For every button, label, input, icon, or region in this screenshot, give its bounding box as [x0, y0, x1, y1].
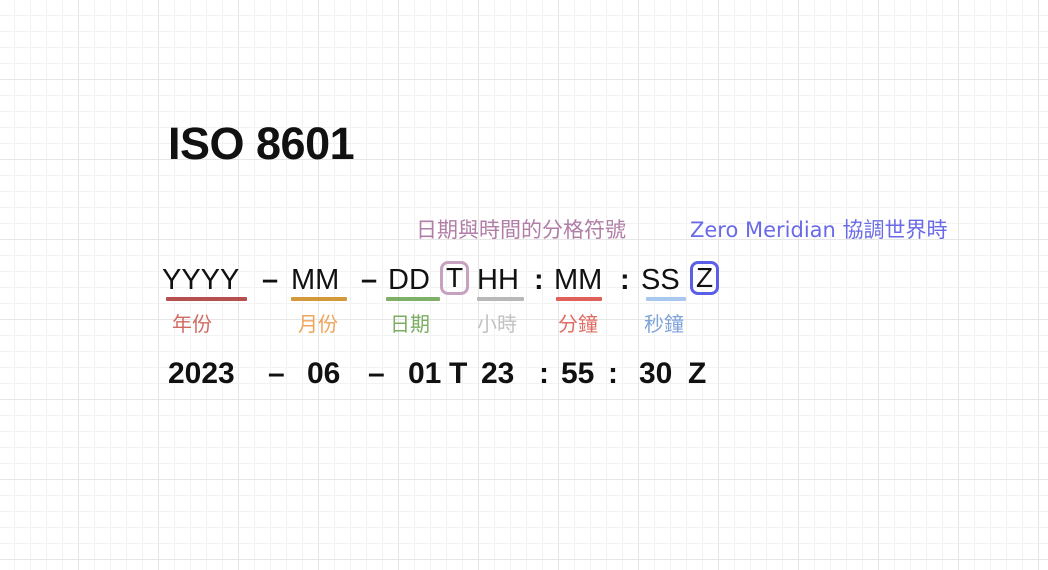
year-underline [166, 297, 247, 301]
format-day: DD [388, 264, 430, 296]
format-dash-2: – [361, 264, 378, 296]
example-month: 06 [307, 357, 341, 390]
example-year: 2023 [168, 357, 235, 390]
example-colon-2: : [608, 357, 618, 390]
format-year: YYYY [162, 264, 240, 296]
format-dash-1: – [262, 264, 279, 296]
format-second: SS [641, 264, 680, 296]
format-colon-1: : [534, 264, 544, 296]
example-dash-1: – [268, 357, 285, 390]
day-underline [386, 297, 440, 301]
label-second: 秒鐘 [644, 312, 684, 336]
label-day: 日期 [390, 312, 430, 336]
hour-underline [477, 297, 524, 301]
example-second: 30 [639, 357, 673, 390]
minute-underline [556, 297, 602, 301]
zero-meridian-annotation: Zero Meridian 協調世界時 [690, 218, 948, 242]
example-hour: 23 [481, 357, 515, 390]
example-t: T [449, 357, 468, 390]
label-month: 月份 [298, 312, 338, 336]
format-colon-2: : [620, 264, 630, 296]
example-day: 01 [408, 357, 442, 390]
example-dash-2: – [368, 357, 385, 390]
label-minute: 分鐘 [558, 312, 598, 336]
example-colon-1: : [539, 357, 549, 390]
format-z-zero-meridian: Z [690, 261, 719, 295]
label-year: 年份 [172, 312, 212, 336]
second-underline [646, 297, 686, 301]
example-minute: 55 [561, 357, 595, 390]
format-month: MM [291, 264, 340, 296]
format-t-separator: T [440, 261, 469, 295]
month-underline [291, 297, 347, 301]
example-z: Z [688, 357, 707, 390]
separator-annotation: 日期與時間的分格符號 [416, 218, 626, 242]
format-minute: MM [554, 264, 603, 296]
page-title: ISO 8601 [168, 118, 355, 169]
label-hour: 小時 [477, 312, 517, 336]
format-hour: HH [477, 264, 519, 296]
